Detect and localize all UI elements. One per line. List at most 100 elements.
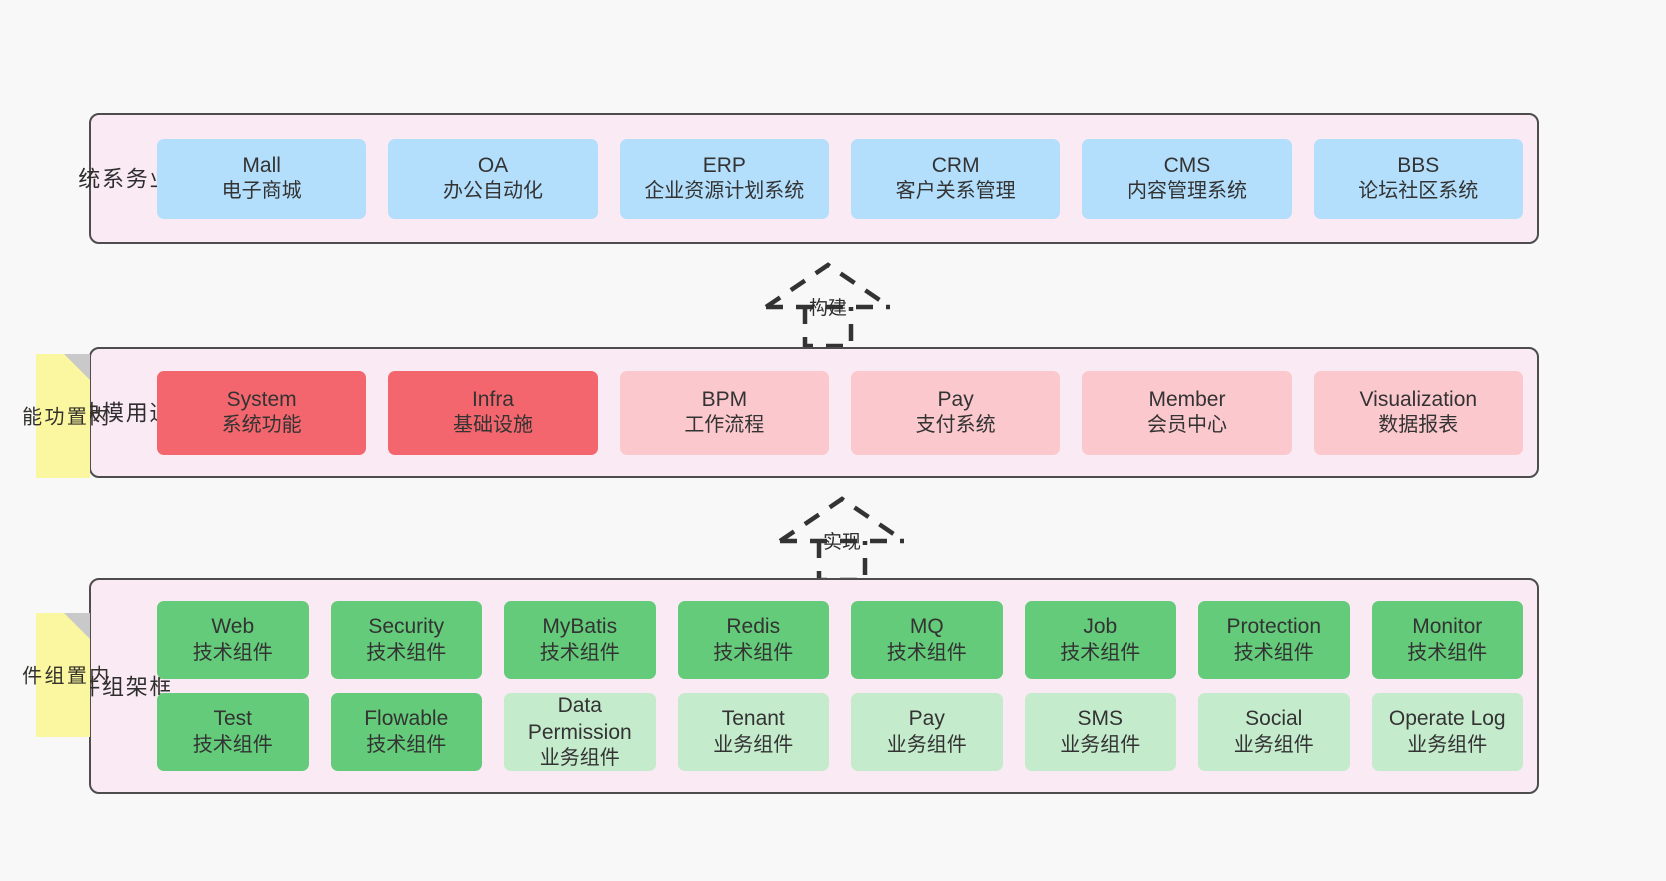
node-subtitle: 企业资源计划系统 <box>644 180 805 203</box>
node-subtitle: 基础设施 <box>452 414 533 437</box>
node-title: Visualization <box>1359 387 1478 411</box>
node-title: Social <box>1245 707 1303 731</box>
node-subtitle: 业务组件 <box>1407 733 1488 756</box>
node-subtitle: 业务组件 <box>1233 733 1314 756</box>
node-social[interactable]: Social 业务组件 <box>1198 693 1350 771</box>
node-row: Mall 电子商城 OA 办公自动化 ERP 企业资源计划系统 CRM 客户关系… <box>157 138 1523 219</box>
node-subtitle: 技术组件 <box>192 733 273 756</box>
node-title: Pay <box>908 707 945 731</box>
arrow-head-triangle <box>778 496 906 543</box>
node-oa[interactable]: OA 办公自动化 <box>388 138 598 219</box>
node-subtitle: 内容管理系统 <box>1126 180 1247 203</box>
node-subtitle: 技术组件 <box>366 641 447 664</box>
node-data-permission[interactable]: Data Permission 业务组件 <box>504 693 656 771</box>
node-title: BPM <box>701 387 748 411</box>
node-subtitle: 电子商城 <box>221 180 302 203</box>
node-tenant[interactable]: Tenant 业务组件 <box>677 693 829 771</box>
node-subtitle: 系统功能 <box>221 414 302 437</box>
layer-body-common-modules: System 系统功能 Infra 基础设施 BPM 工作流程 Pay 支付系统… <box>145 349 1537 476</box>
node-subtitle: 客户关系管理 <box>895 180 1016 203</box>
node-erp[interactable]: ERP 企业资源计划系统 <box>619 138 829 219</box>
node-pay[interactable]: Pay 支付系统 <box>850 370 1061 455</box>
node-pay-component[interactable]: Pay 业务组件 <box>851 693 1003 771</box>
node-title: Tenant <box>721 707 785 731</box>
node-title: Flowable <box>364 707 449 731</box>
node-title: MQ <box>909 615 944 639</box>
node-subtitle: 工作流程 <box>684 414 765 437</box>
node-subtitle: 业务组件 <box>713 733 794 756</box>
node-subtitle: 技术组件 <box>1233 641 1314 664</box>
node-web[interactable]: Web 技术组件 <box>157 601 309 679</box>
node-subtitle: 数据报表 <box>1378 414 1459 437</box>
arrow-shaft <box>816 541 868 583</box>
node-row: System 系统功能 Infra 基础设施 BPM 工作流程 Pay 支付系统… <box>157 370 1523 455</box>
node-title: BBS <box>1397 153 1440 177</box>
layer-business-system: 业 务 系 统 Mall 电子商城 OA 办公自动化 ERP 企业资源计划系统 … <box>75 113 1539 244</box>
node-subtitle: 技术组件 <box>539 641 620 664</box>
node-title: ERP <box>702 153 746 177</box>
node-subtitle: 支付系统 <box>915 414 996 437</box>
folded-corner-icon <box>64 613 90 639</box>
node-member[interactable]: Member 会员中心 <box>1082 370 1292 455</box>
node-title: Member <box>1148 387 1226 411</box>
node-subtitle: 办公自动化 <box>442 180 543 203</box>
layer-body-business-system: Mall 电子商城 OA 办公自动化 ERP 企业资源计划系统 CRM 客户关系… <box>145 115 1537 242</box>
node-bbs[interactable]: BBS 论坛社区系统 <box>1313 138 1523 219</box>
node-mybatis[interactable]: MyBatis 技术组件 <box>504 601 656 679</box>
node-mq[interactable]: MQ 技术组件 <box>851 601 1003 679</box>
node-crm[interactable]: CRM 客户关系管理 <box>850 138 1061 219</box>
node-test[interactable]: Test 技术组件 <box>157 693 309 771</box>
connector-build: 构建 <box>748 253 908 349</box>
node-title: Mall <box>242 153 281 177</box>
node-subtitle: 技术组件 <box>1060 641 1141 664</box>
node-subtitle: 技术组件 <box>192 641 273 664</box>
node-job[interactable]: Job 技术组件 <box>1024 601 1176 679</box>
node-row: Web 技术组件 Security 技术组件 MyBatis 技术组件 Redi… <box>157 601 1523 679</box>
sticky-note-text: 内 置 组 件 <box>18 664 108 686</box>
node-operate-log[interactable]: Operate Log 业务组件 <box>1371 693 1523 771</box>
node-title: Protection <box>1226 615 1322 639</box>
layer-title-framework-components: 框 架 组 件 <box>75 674 172 698</box>
arrow-shaft <box>802 307 854 349</box>
node-subtitle: 业务组件 <box>1060 733 1141 756</box>
sticky-note-builtin-features: 内 置 功 能 <box>19 354 108 478</box>
node-title: Pay <box>937 387 974 411</box>
node-title: Test <box>213 707 252 731</box>
node-subtitle: 技术组件 <box>713 641 794 664</box>
node-title: CRM <box>931 153 980 177</box>
folded-corner-icon <box>64 354 90 380</box>
node-visualization[interactable]: Visualization 数据报表 <box>1313 370 1523 455</box>
node-mall[interactable]: Mall 电子商城 <box>157 138 367 219</box>
node-security[interactable]: Security 技术组件 <box>330 601 482 679</box>
node-bpm[interactable]: BPM 工作流程 <box>619 370 829 455</box>
node-title: Job <box>1083 615 1118 639</box>
layer-common-modules: 通 用 模 块 System 系统功能 Infra 基础设施 BPM 工作流程 … <box>75 347 1539 478</box>
node-infra[interactable]: Infra 基础设施 <box>388 370 598 455</box>
node-protection[interactable]: Protection 技术组件 <box>1198 601 1350 679</box>
node-sms[interactable]: SMS 业务组件 <box>1024 693 1176 771</box>
node-redis[interactable]: Redis 技术组件 <box>677 601 829 679</box>
node-row: Test 技术组件 Flowable 技术组件 Data Permission … <box>157 693 1523 771</box>
layer-title-business-system: 业 务 系 统 <box>75 167 171 190</box>
node-monitor[interactable]: Monitor 技术组件 <box>1371 601 1523 679</box>
sticky-note-builtin-components: 内 置 组 件 <box>19 613 108 737</box>
node-title: Data Permission <box>527 694 632 744</box>
node-subtitle: 技术组件 <box>1407 641 1488 664</box>
node-title: Monitor <box>1412 615 1483 639</box>
node-flowable[interactable]: Flowable 技术组件 <box>330 693 482 771</box>
arrow-head-triangle <box>764 262 892 309</box>
node-title: Operate Log <box>1388 707 1506 731</box>
node-subtitle: 技术组件 <box>886 641 967 664</box>
node-subtitle: 业务组件 <box>886 733 967 756</box>
node-title: Redis <box>726 615 781 639</box>
node-subtitle: 会员中心 <box>1146 414 1227 437</box>
node-subtitle: 业务组件 <box>539 746 620 769</box>
node-title: Infra <box>471 387 514 411</box>
node-system[interactable]: System 系统功能 <box>157 370 367 455</box>
sticky-note-text: 内 置 功 能 <box>18 405 108 427</box>
layer-framework-components: 框 架 组 件 Web 技术组件 Security 技术组件 MyBatis 技… <box>75 578 1539 794</box>
node-cms[interactable]: CMS 内容管理系统 <box>1082 138 1292 219</box>
node-subtitle: 技术组件 <box>366 733 447 756</box>
node-title: SMS <box>1077 707 1123 731</box>
